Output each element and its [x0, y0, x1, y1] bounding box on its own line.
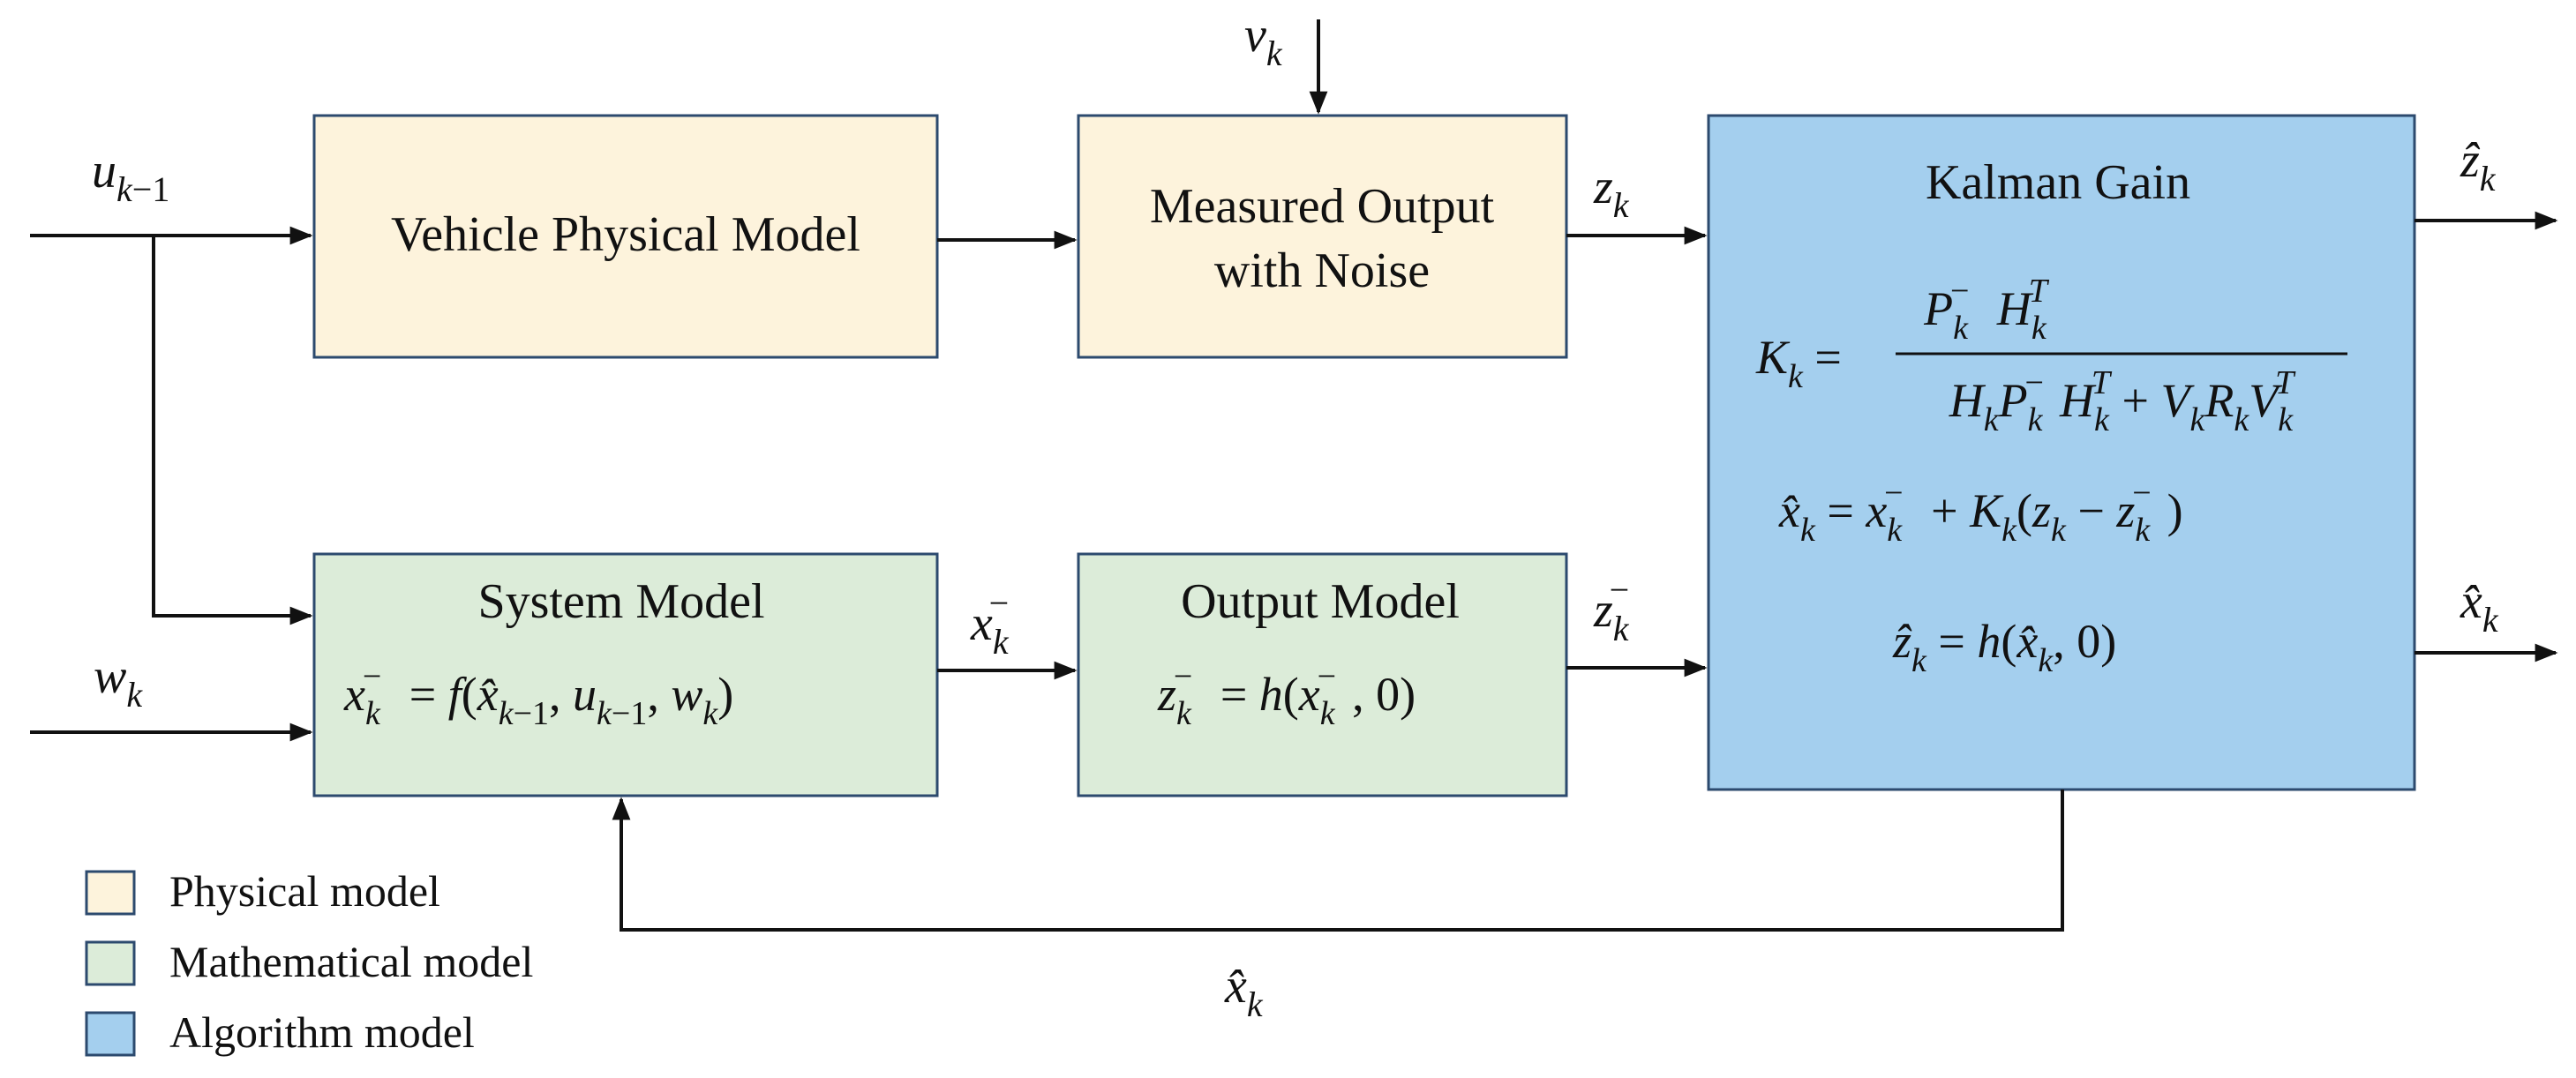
svg-text:Pk− HkT: Pk− HkT: [1923, 273, 2050, 347]
state-update-equation: x̂k = xk− + Kk(zk − zk−): [1778, 475, 2183, 549]
kalman-gain-title: Kalman Gain: [1926, 155, 2190, 210]
signal-v-k: vk: [1244, 8, 1283, 73]
legend-label-algorithm: Algorithm model: [169, 1007, 475, 1057]
system-model-title: System Model: [477, 574, 764, 629]
signal-z-k-prior: zk−: [1593, 570, 1630, 648]
measured-output-block: [1077, 114, 1568, 359]
legend-swatch-mathematical: [85, 940, 136, 986]
signal-u-km1: uk−1: [92, 144, 169, 209]
system-model-block: [312, 552, 939, 797]
kalman-gain-block: [1707, 114, 2416, 791]
measured-output-label-line2: with Noise: [1214, 243, 1430, 298]
legend-swatch-physical: [85, 870, 136, 916]
legend-label-mathematical: Mathematical model: [169, 937, 533, 986]
vehicle-physical-model-label: Vehicle Physical Model: [391, 207, 860, 262]
signal-x-hat-k-out: x̂k: [2460, 574, 2499, 640]
connectors: [30, 19, 2558, 932]
svg-text:x̂k = xk− + Kk(zk − zk−): x̂k = xk− + Kk(zk − zk−): [1778, 475, 2183, 549]
vehicle-physical-model-block: [312, 114, 939, 359]
legend-label-physical: Physical model: [169, 866, 440, 916]
signal-z-hat-k: ẑk: [2460, 133, 2497, 198]
measured-output-label-line1: Measured Output: [1150, 179, 1495, 234]
signal-w-k: wk: [94, 649, 143, 715]
signal-x-k-prior: xk−: [970, 583, 1010, 662]
legend: Physical model Mathematical model Algori…: [85, 866, 533, 1057]
output-model-title: Output Model: [1181, 574, 1460, 629]
legend-swatch-algorithm: [85, 1011, 136, 1057]
signal-z-k: zk: [1593, 160, 1630, 225]
signal-labels: uk−1 wk vk zk xk− zk− ẑk x̂k x̂k: [92, 8, 2499, 1024]
output-model-block: [1077, 552, 1568, 797]
signal-x-hat-k-feedback: x̂k: [1224, 959, 1264, 1024]
